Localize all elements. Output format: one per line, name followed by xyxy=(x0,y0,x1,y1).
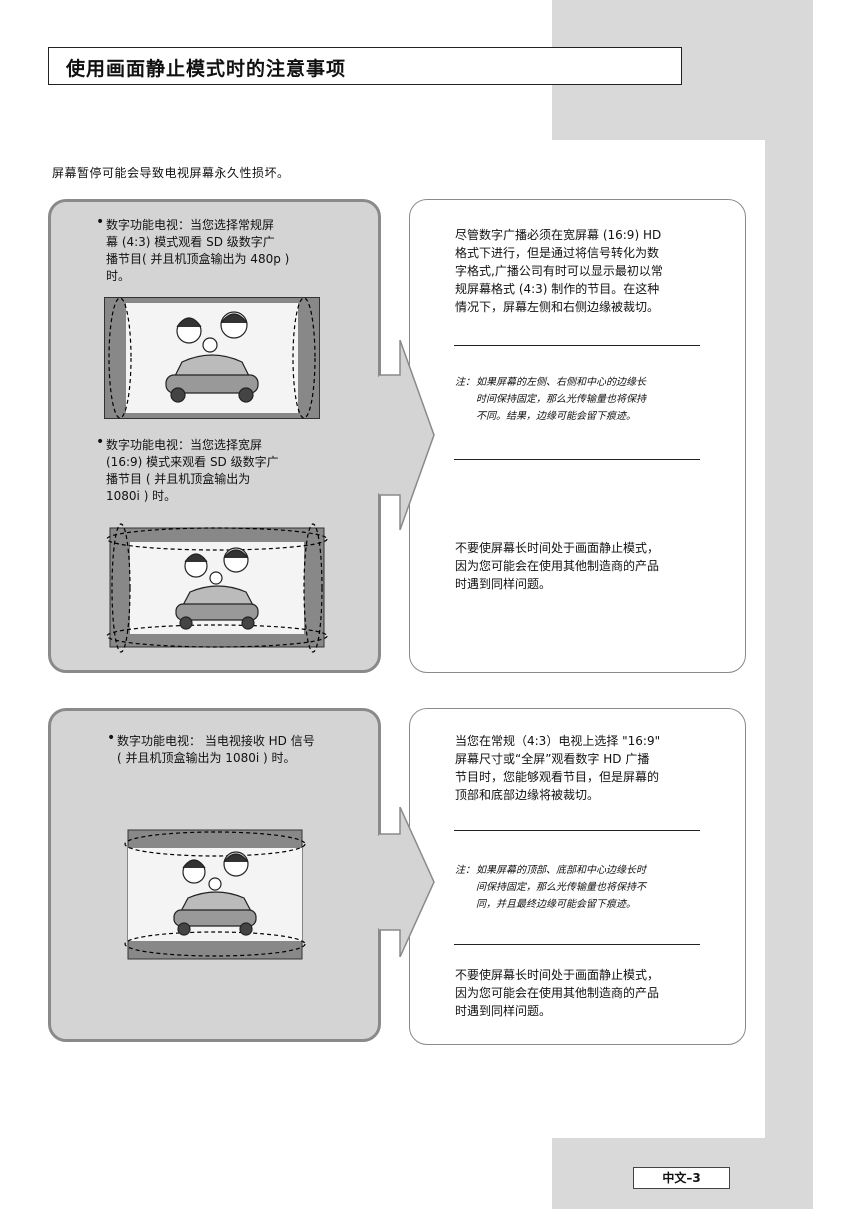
section1-pointer-arrow xyxy=(378,340,435,530)
tv-illustration-4x3 xyxy=(104,297,320,419)
bullet-icon: • xyxy=(107,730,116,746)
bullet-text: 数字功能电视： 当电视接收 HD 信号 ( 并且机顶盒输出为 1080i ) 时… xyxy=(117,734,315,765)
section2-pointer-arrow xyxy=(378,807,435,957)
page-title-box: 使用画面静止模式时的注意事项 xyxy=(48,47,682,85)
page-title: 使用画面静止模式时的注意事项 xyxy=(66,58,347,80)
intro-text: 屏幕暂停可能会导致电视屏幕永久性损坏。 xyxy=(52,166,290,180)
divider xyxy=(454,830,700,831)
bullet-text: 数字功能电视：当您选择宽屏 (16:9) 模式来观看 SD 级数字广 播节目 (… xyxy=(106,438,279,503)
section2-paragraph-2: 不要使屏幕长时间处于画面静止模式， 因为您可能会在使用其他制造商的产品 时遇到同… xyxy=(455,968,660,1018)
section1-bullet-2: • 数字功能电视：当您选择宽屏 (16:9) 模式来观看 SD 级数字广 播节目… xyxy=(96,434,356,505)
tv-illustration-16x9 xyxy=(106,523,328,653)
bullet-icon: • xyxy=(96,434,105,450)
bullet-icon: • xyxy=(96,214,105,230)
note-text: 如果屏幕的左侧、右侧和中心的边缘长 时间保持固定，那么光传输量也将保持 不同。结… xyxy=(476,377,646,422)
section2-text-panel xyxy=(409,708,746,1045)
bullet-text: 数字功能电视：当您选择常规屏 幕 (4:3) 模式观看 SD 级数字广 播节目(… xyxy=(106,218,290,283)
note-label: 注： xyxy=(455,377,475,388)
section1-text-panel xyxy=(409,199,746,673)
section1-bullet-1: • 数字功能电视：当您选择常规屏 幕 (4:3) 模式观看 SD 级数字广 播节… xyxy=(96,214,356,285)
note-label: 注： xyxy=(455,865,475,876)
section1-paragraph-2: 不要使屏幕长时间处于画面静止模式， 因为您可能会在使用其他制造商的产品 时遇到同… xyxy=(455,541,660,591)
section1-paragraph-1: 尽管数字广播必须在宽屏幕 (16:9) HD 格式下进行，但是通过将信号转化为数… xyxy=(455,228,663,314)
divider xyxy=(454,459,700,460)
divider xyxy=(454,345,700,346)
tv-illustration-letterbox xyxy=(124,829,306,960)
sidebar-strip xyxy=(765,0,813,1209)
section2-bullet-1: • 数字功能电视： 当电视接收 HD 信号 ( 并且机顶盒输出为 1080i )… xyxy=(107,730,372,767)
note-text: 如果屏幕的顶部、底部和中心边缘长时 间保持固定，那么光传输量也将保持不 同，并且… xyxy=(476,865,646,910)
section2-paragraph-1: 当您在常规（4:3）电视上选择 "16:9" 屏幕尺寸或“全屏”观看数字 HD … xyxy=(455,734,661,802)
page-number: 中文–3 xyxy=(633,1167,730,1189)
divider xyxy=(454,944,700,945)
